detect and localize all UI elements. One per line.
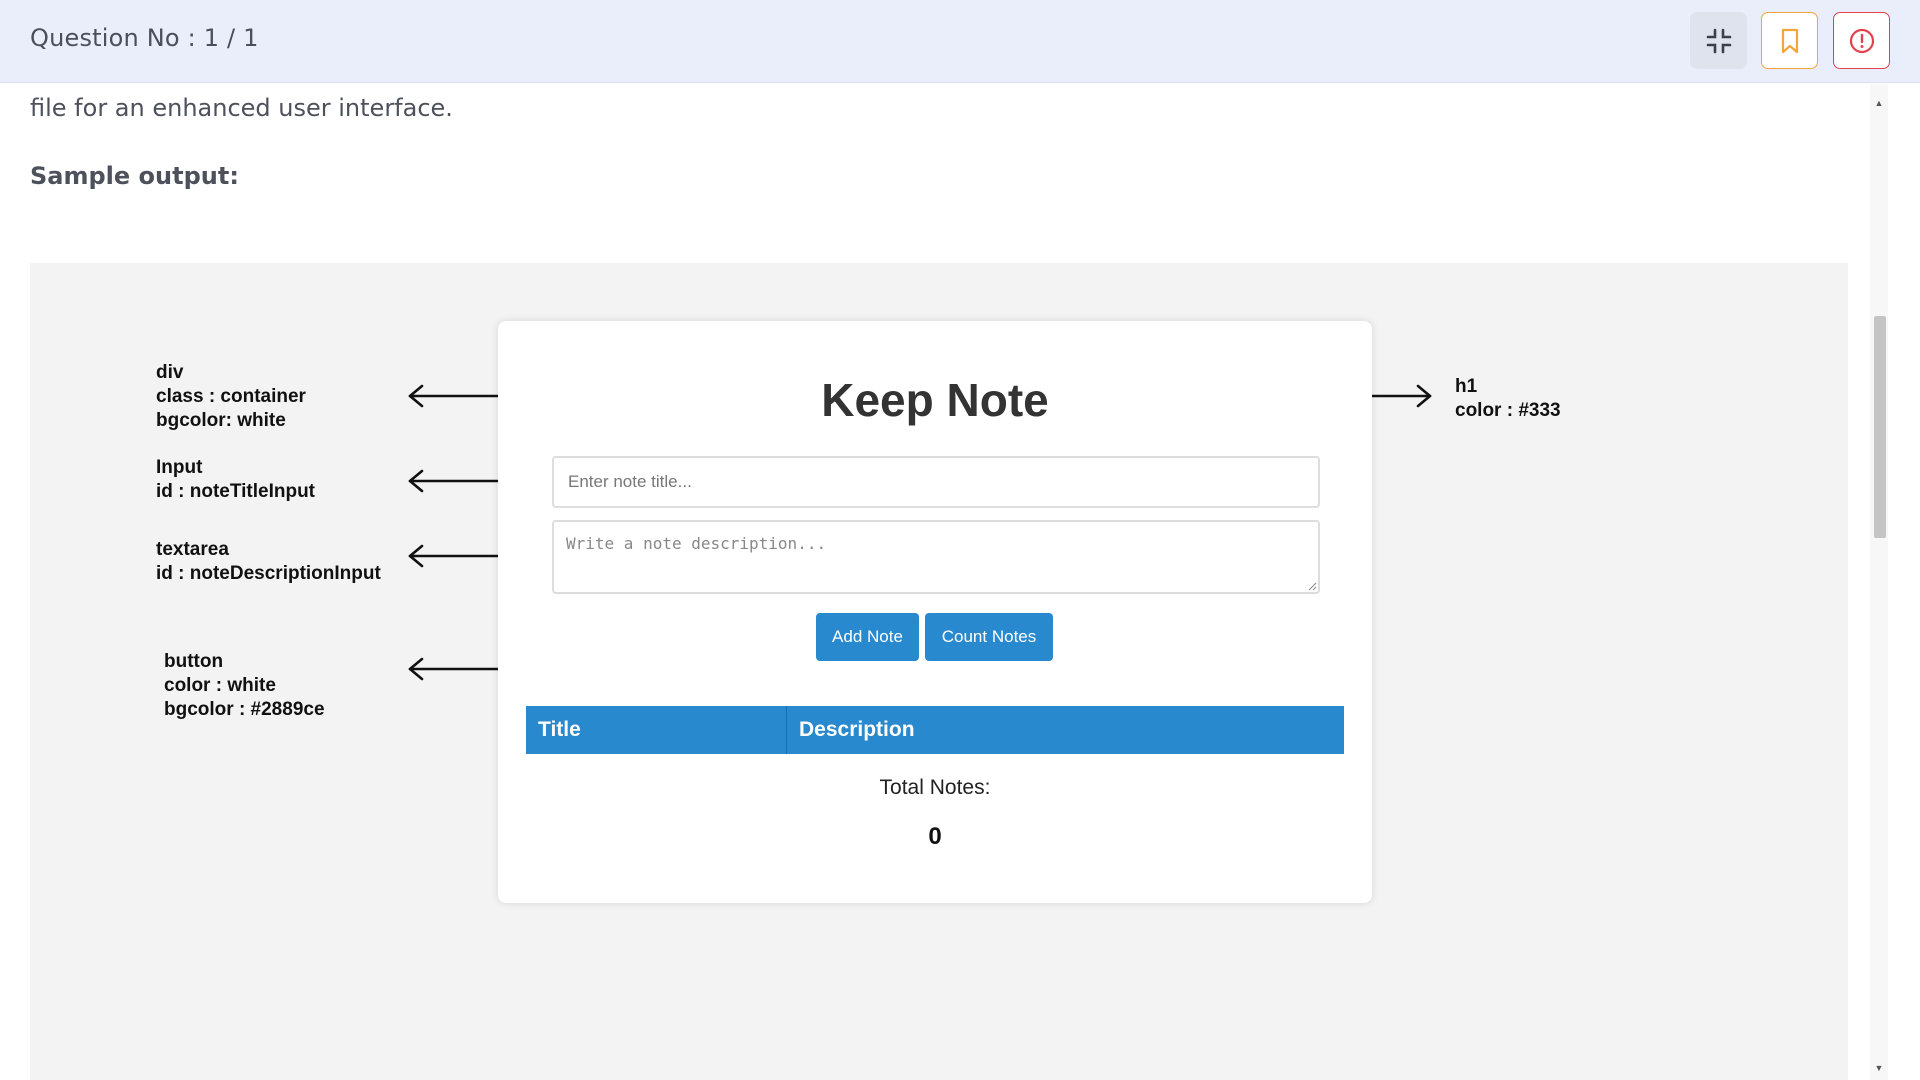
bookmark-button[interactable]: [1761, 12, 1818, 69]
sample-output-label: Sample output:: [30, 162, 239, 190]
input-arrowhead: [408, 469, 424, 493]
container-arrowhead: [408, 384, 424, 408]
textarea-annotation: textarea id : noteDescriptionInput: [156, 539, 381, 584]
scrollbar-thumb[interactable]: [1874, 316, 1886, 538]
total-notes-label: Total Notes:: [879, 776, 991, 799]
table-header-description: Description: [787, 706, 1344, 754]
container-annotation: div class : container bgcolor: white: [156, 362, 306, 431]
keep-note-heading: Keep Note: [821, 374, 1049, 426]
count-notes-button[interactable]: Count Notes: [925, 613, 1053, 661]
table-header-title: Title: [526, 706, 787, 754]
textarea-arrowhead: [408, 544, 424, 568]
alert-circle-icon: [1849, 28, 1874, 53]
button-annotation: button color : white bgcolor : #2889ce: [164, 651, 325, 720]
h1-arrowhead: [1416, 384, 1432, 408]
total-notes-count: 0: [928, 823, 942, 850]
button-arrowhead: [408, 657, 424, 681]
keep-note-container: Keep Note Add Note Count Notes Title Des…: [498, 321, 1372, 903]
scroll-down-arrow-icon[interactable]: ▼: [1874, 1063, 1884, 1073]
add-note-button[interactable]: Add Note: [816, 613, 919, 661]
resize-grip-icon[interactable]: [1308, 582, 1317, 591]
report-issue-button[interactable]: [1833, 12, 1890, 69]
collapse-icon: [1706, 28, 1731, 53]
question-description: file for an enhanced user interface.: [30, 94, 453, 122]
content-scrollbar[interactable]: ▲ ▼: [1870, 84, 1888, 1080]
notes-table-header: Title Description: [526, 706, 1344, 754]
question-header: Question No : 1 / 1: [0, 0, 1920, 83]
question-content: file for an enhanced user interface. Sam…: [0, 84, 1870, 1080]
input-annotation: Input id : noteTitleInput: [156, 457, 316, 502]
sample-output-image: div class : container bgcolor: white Inp…: [30, 263, 1848, 1080]
bookmark-icon: [1781, 28, 1798, 53]
question-number: Question No : 1 / 1: [30, 24, 259, 52]
note-description-input[interactable]: [552, 520, 1320, 594]
scroll-up-arrow-icon[interactable]: ▲: [1874, 98, 1884, 108]
note-title-input[interactable]: [552, 456, 1320, 508]
h1-annotation: h1 color : #333: [1455, 376, 1561, 421]
collapse-button[interactable]: [1690, 12, 1747, 69]
